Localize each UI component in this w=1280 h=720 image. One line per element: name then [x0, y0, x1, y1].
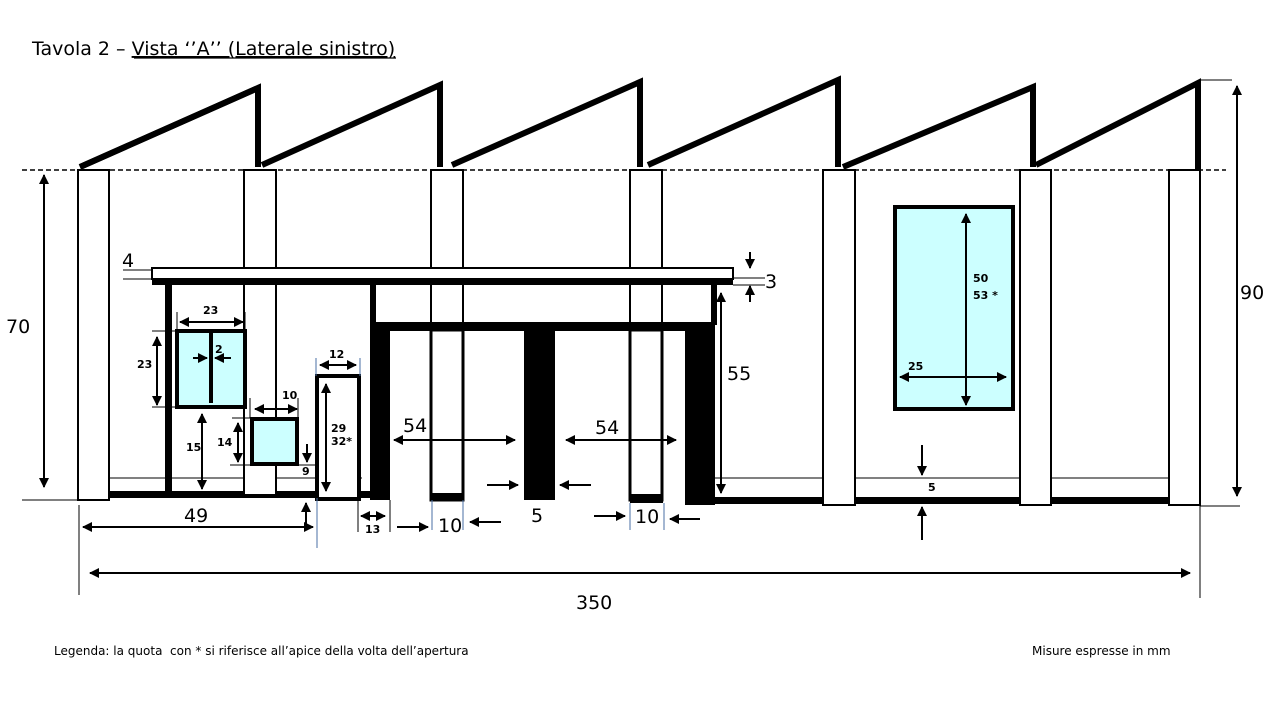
dim-door-width: 12 — [329, 348, 344, 361]
column-pier — [429, 328, 465, 502]
dimension-lines — [22, 79, 1242, 598]
dim-span-left: 54 — [403, 415, 427, 437]
big-window — [893, 205, 1015, 411]
pier-right — [685, 322, 715, 505]
pier-left — [376, 322, 390, 500]
sawtooth-roof — [78, 75, 1201, 170]
floor-slab — [109, 491, 371, 498]
drawing-title: Tavola 2 – Vista ‘’A’’ (Laterale sinistr… — [31, 38, 395, 60]
dim-gap: 13 — [365, 523, 380, 536]
dim-door-height-apex: 32* — [331, 435, 352, 448]
dim-small-window-width: 10 — [282, 389, 298, 402]
legend-text: Legenda: la quota con * si riferisce all… — [54, 644, 469, 658]
dim-left-width: 49 — [184, 505, 208, 527]
dim-height-left: 70 — [6, 316, 30, 338]
column-pier — [628, 328, 664, 502]
dim-big-window-height-apex: 53 * — [973, 289, 998, 302]
dim-window-height: 23 — [137, 358, 152, 371]
dim-floor-thickness: 5 — [928, 481, 936, 494]
dim-total-width: 350 — [576, 592, 612, 614]
dim-mullion: 2 — [215, 343, 223, 356]
dim-window-sill: 15 — [186, 441, 201, 454]
units-note: Misure espresse in mm — [1032, 644, 1171, 658]
dim-pier-right: 10 — [635, 506, 659, 528]
dim-height-right: 90 — [1240, 282, 1264, 304]
dim-door-height: 29 — [331, 422, 346, 435]
column-base — [630, 494, 663, 503]
dim-small-window-sill: 9 — [302, 465, 310, 478]
dim-pier-left: 10 — [438, 515, 462, 537]
wall-left — [165, 285, 172, 495]
shelf — [151, 267, 734, 280]
dim-small-window-height: 14 — [217, 436, 233, 449]
column-base — [431, 493, 464, 500]
dimension-labels: 4 3 70 90 55 54 54 5 10 10 13 49 350 23 … — [6, 250, 1264, 614]
small-window — [250, 417, 299, 466]
dim-big-window-width: 25 — [908, 360, 923, 373]
dim-window-width: 23 — [203, 304, 218, 317]
dim-big-window-height: 50 — [973, 272, 989, 285]
floor-slab — [713, 497, 1169, 504]
dim-inner-height: 55 — [727, 363, 751, 385]
dim-center-pier: 5 — [531, 505, 543, 527]
wall — [711, 285, 717, 325]
wall — [370, 285, 376, 500]
dim-shelf-right: 3 — [765, 271, 777, 293]
dim-span-right: 54 — [595, 417, 619, 439]
shelf-support — [152, 279, 733, 285]
dim-shelf-left: 4 — [122, 250, 134, 272]
center-pier — [524, 325, 555, 500]
